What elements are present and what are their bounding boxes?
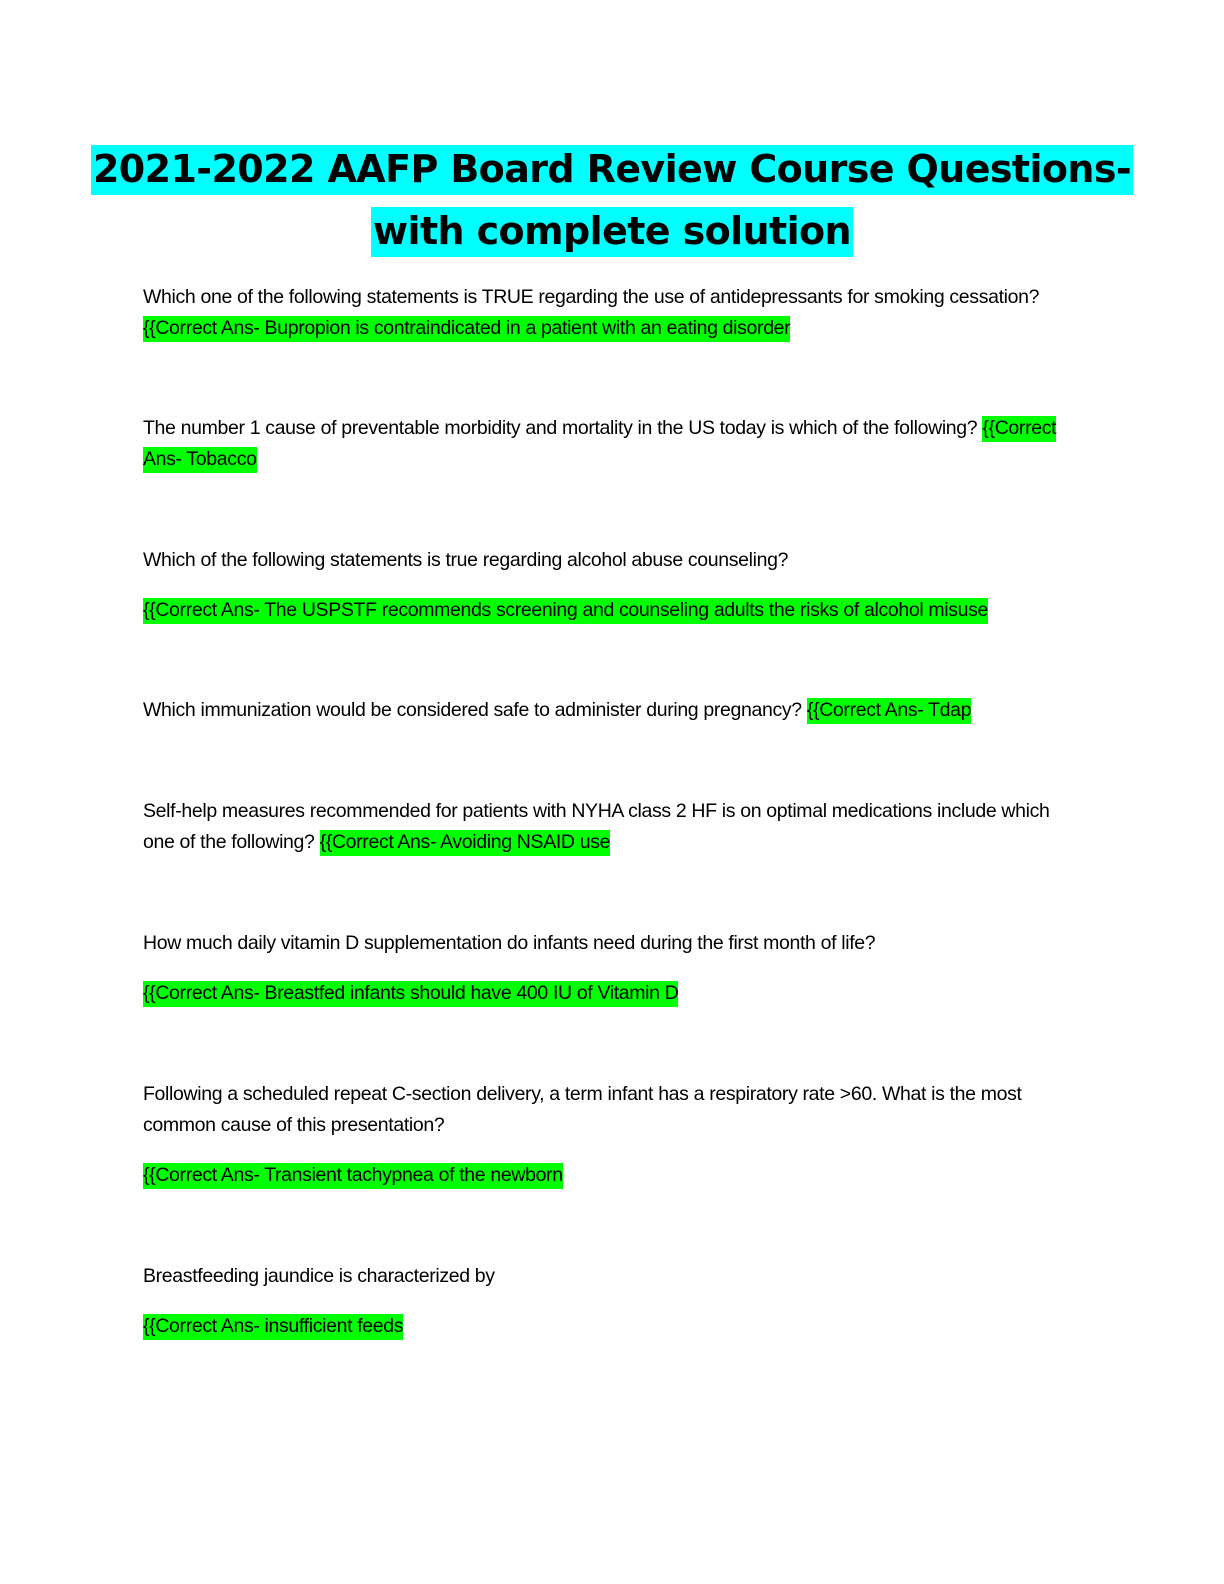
qa-item-4: Which immunization would be considered s… (143, 695, 1078, 726)
qa-item-3: Which of the following statements is tru… (143, 545, 1078, 626)
qa-item-6: How much daily vitamin D supplementation… (143, 928, 1078, 1009)
answer-text: {{Correct Ans- Breastfed infants should … (143, 981, 679, 1007)
title-line-1: 2021-2022 AAFP Board Review Course Quest… (90, 145, 1134, 195)
answer-text: {{Correct Ans- insufficient feeds (143, 1314, 404, 1340)
title-line-2: with complete solution (371, 207, 853, 257)
question-text: Which immunization would be considered s… (143, 699, 802, 721)
answer-text: {{Correct Ans- Bupropion is contraindica… (143, 316, 791, 342)
question-text: Following a scheduled repeat C-section d… (143, 1083, 1022, 1136)
answer-text: {{Correct Ans- Tdap (806, 698, 971, 724)
qa-item-8: Breastfeeding jaundice is characterized … (143, 1261, 1078, 1342)
qa-item-2: The number 1 cause of preventable morbid… (143, 413, 1078, 475)
question-text: Which one of the following statements is… (143, 286, 1040, 308)
qa-item-1: Which one of the following statements is… (143, 282, 1078, 344)
answer-text: {{Correct Ans- Transient tachypnea of th… (143, 1163, 563, 1189)
question-text: Breastfeeding jaundice is characterized … (143, 1265, 495, 1287)
document-title: 2021-2022 AAFP Board Review Course Quest… (0, 138, 1224, 262)
question-text: How much daily vitamin D supplementation… (143, 932, 876, 954)
question-text: The number 1 cause of preventable morbid… (143, 417, 978, 439)
answer-text: {{Correct Ans- Avoiding NSAID use (319, 830, 610, 856)
question-text: Self-help measures recommended for patie… (143, 800, 1050, 853)
qa-item-5: Self-help measures recommended for patie… (143, 796, 1078, 858)
answer-text: {{Correct Ans- The USPSTF recommends scr… (143, 598, 988, 624)
question-text: Which of the following statements is tru… (143, 549, 789, 571)
qa-item-7: Following a scheduled repeat C-section d… (143, 1079, 1078, 1191)
